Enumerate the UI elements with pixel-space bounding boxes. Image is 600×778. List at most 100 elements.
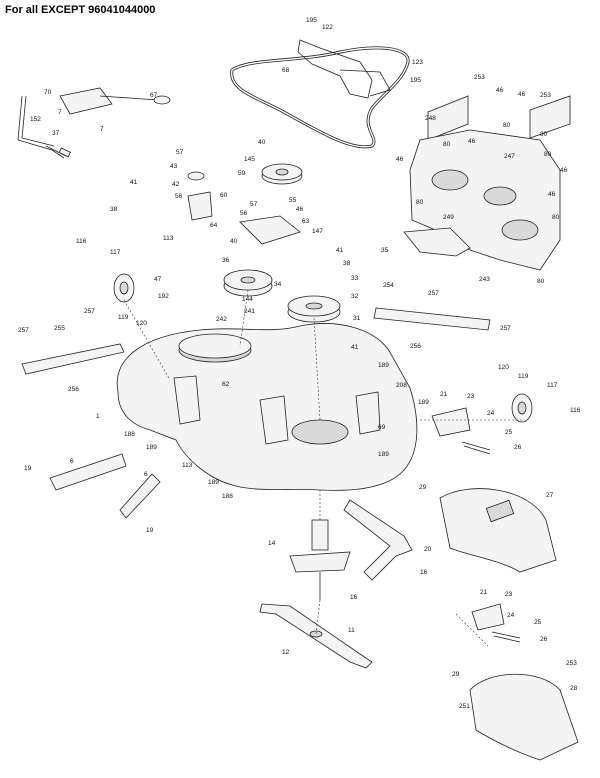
part-number-label: 27 — [546, 492, 554, 499]
part-number-label: 80 — [544, 151, 552, 158]
lower-discharge-chute — [469, 603, 579, 761]
part-number-label: 253 — [540, 92, 551, 99]
engagement-linkage — [17, 87, 171, 159]
part-number-label: 257 — [84, 308, 95, 315]
part-number-label: 11 — [348, 627, 355, 634]
left-gauge-wheel — [113, 273, 135, 303]
part-number-label: 189 — [378, 451, 389, 458]
part-number-label: 7 — [100, 126, 104, 133]
part-number-label: 241 — [244, 308, 255, 315]
part-number-label: 56 — [240, 210, 248, 217]
drive-belt — [230, 46, 410, 149]
part-number-label: 35 — [381, 247, 389, 254]
part-number-label: 57 — [250, 201, 258, 208]
part-number-label: 19 — [146, 527, 154, 534]
part-number-label: 195 — [306, 17, 317, 24]
part-number-label: 23 — [467, 393, 475, 400]
part-number-label: 113 — [182, 462, 193, 469]
part-number-label: 41 — [351, 344, 359, 351]
spindle-housing — [289, 519, 351, 600]
part-number-label: 46 — [496, 87, 504, 94]
stabilizer-bars — [21, 307, 491, 375]
part-number-label: 46 — [396, 156, 404, 163]
chute-bracket — [431, 407, 491, 455]
part-number-label: 60 — [220, 192, 228, 199]
part-number-label: 34 — [274, 281, 282, 288]
part-number-label: 46 — [548, 191, 556, 198]
part-number-label: 26 — [514, 444, 522, 451]
part-number-label: 55 — [289, 197, 297, 204]
part-number-label: 208 — [396, 382, 407, 389]
part-number-label: 257 — [500, 325, 511, 332]
part-number-label: 256 — [68, 386, 79, 393]
part-number-label: 119 — [118, 314, 129, 321]
part-number-label: 69 — [378, 424, 386, 431]
part-number-label: 63 — [302, 218, 310, 225]
part-number-label: 26 — [540, 636, 548, 643]
part-number-label: 80 — [552, 214, 560, 221]
part-number-label: 47 — [154, 276, 162, 283]
part-number-label: 21 — [440, 391, 448, 398]
part-number-label: 255 — [54, 325, 65, 332]
part-number-label: 20 — [424, 546, 432, 553]
part-number-label: 31 — [353, 315, 361, 322]
part-number-label: 6 — [144, 471, 148, 478]
part-number-label: 189 — [208, 479, 219, 486]
part-number-label: 43 — [170, 163, 178, 170]
part-number-label: 119 — [518, 373, 529, 380]
part-number-label: 41 — [130, 179, 138, 186]
part-number-label: 116 — [570, 407, 581, 414]
part-number-label: 46 — [560, 167, 568, 174]
left-spindle-pulley — [223, 269, 273, 297]
part-number-label: 36 — [222, 257, 230, 264]
part-number-label: 46 — [468, 138, 476, 145]
part-number-label: 253 — [566, 660, 577, 667]
idler-pulley-assembly — [187, 163, 303, 245]
part-number-label: 25 — [534, 619, 542, 626]
part-number-label: 254 — [383, 282, 394, 289]
right-spindle-pulley — [287, 295, 341, 323]
part-number-label: 188 — [222, 493, 233, 500]
part-number-label: 57 — [176, 149, 184, 156]
part-number-label: 116 — [76, 238, 87, 245]
part-number-label: 120 — [136, 320, 147, 327]
part-number-label: 80 — [416, 199, 424, 206]
part-number-label: 257 — [18, 327, 29, 334]
part-number-label: 38 — [343, 260, 351, 267]
part-number-label: 192 — [158, 293, 169, 300]
part-number-label: 46 — [518, 91, 526, 98]
part-number-label: 16 — [350, 594, 358, 601]
part-number-label: 195 — [410, 77, 421, 84]
mower-blade — [259, 603, 373, 669]
part-number-label: 113 — [163, 235, 174, 242]
part-number-label: 64 — [210, 222, 218, 229]
part-number-label: 24 — [507, 612, 515, 619]
deck-link-brackets — [49, 453, 161, 519]
part-number-label: 188 — [124, 431, 135, 438]
part-number-label: 59 — [238, 170, 246, 177]
part-number-label: 62 — [222, 381, 230, 388]
part-number-label: 46 — [296, 206, 304, 213]
deck-hanger-arm — [343, 499, 413, 581]
part-number-label: 25 — [505, 429, 513, 436]
part-number-label: 68 — [282, 67, 290, 74]
part-number-label: 120 — [498, 364, 509, 371]
part-number-label: 19 — [24, 465, 32, 472]
part-number-label: 67 — [150, 92, 158, 99]
discharge-chute — [439, 488, 557, 573]
part-number-label: 21 — [480, 589, 488, 596]
belt-keeper-bracket — [297, 39, 391, 99]
part-number-label: 28 — [570, 685, 578, 692]
part-number-label: 6 — [70, 458, 74, 465]
part-number-label: 189 — [146, 444, 157, 451]
part-number-label: 152 — [30, 116, 41, 123]
page-title: For all EXCEPT 96041044000 — [5, 4, 156, 16]
part-number-label: 249 — [443, 214, 454, 221]
part-number-label: 189 — [378, 362, 389, 369]
part-number-label: 80 — [537, 278, 545, 285]
part-number-label: 33 — [351, 275, 359, 282]
part-number-label: 80 — [443, 141, 451, 148]
part-number-label: 251 — [459, 703, 470, 710]
